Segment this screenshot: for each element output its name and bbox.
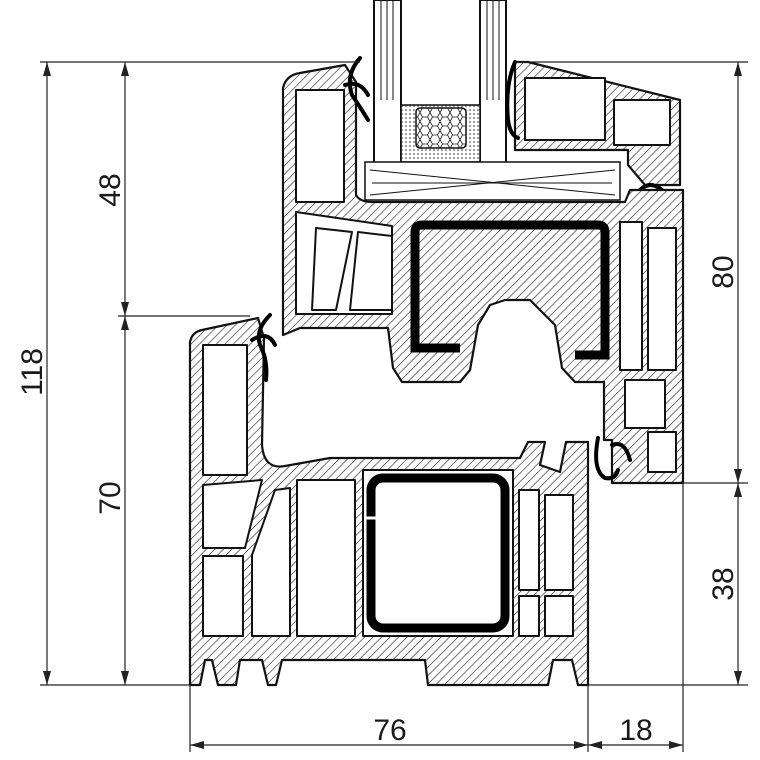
glazing-bead — [505, 60, 682, 218]
sash-profile — [281, 56, 685, 485]
glazing-unit — [364, 0, 621, 201]
dimension-lines — [40, 61, 748, 752]
dim-label-76: 76 — [373, 714, 406, 747]
dim-label-70: 70 — [94, 481, 127, 514]
frame-profile — [188, 313, 590, 687]
dim-label-18: 18 — [619, 714, 652, 747]
glazing-block — [364, 161, 621, 201]
spacer-desiccant — [415, 107, 467, 149]
dim-label-118: 118 — [16, 348, 49, 396]
dim-label-48: 48 — [94, 173, 127, 206]
sash-reinforcement — [410, 220, 610, 360]
frame-reinforcement — [366, 473, 510, 633]
dim-label-38: 38 — [707, 567, 740, 600]
dim-label-80: 80 — [707, 255, 740, 288]
